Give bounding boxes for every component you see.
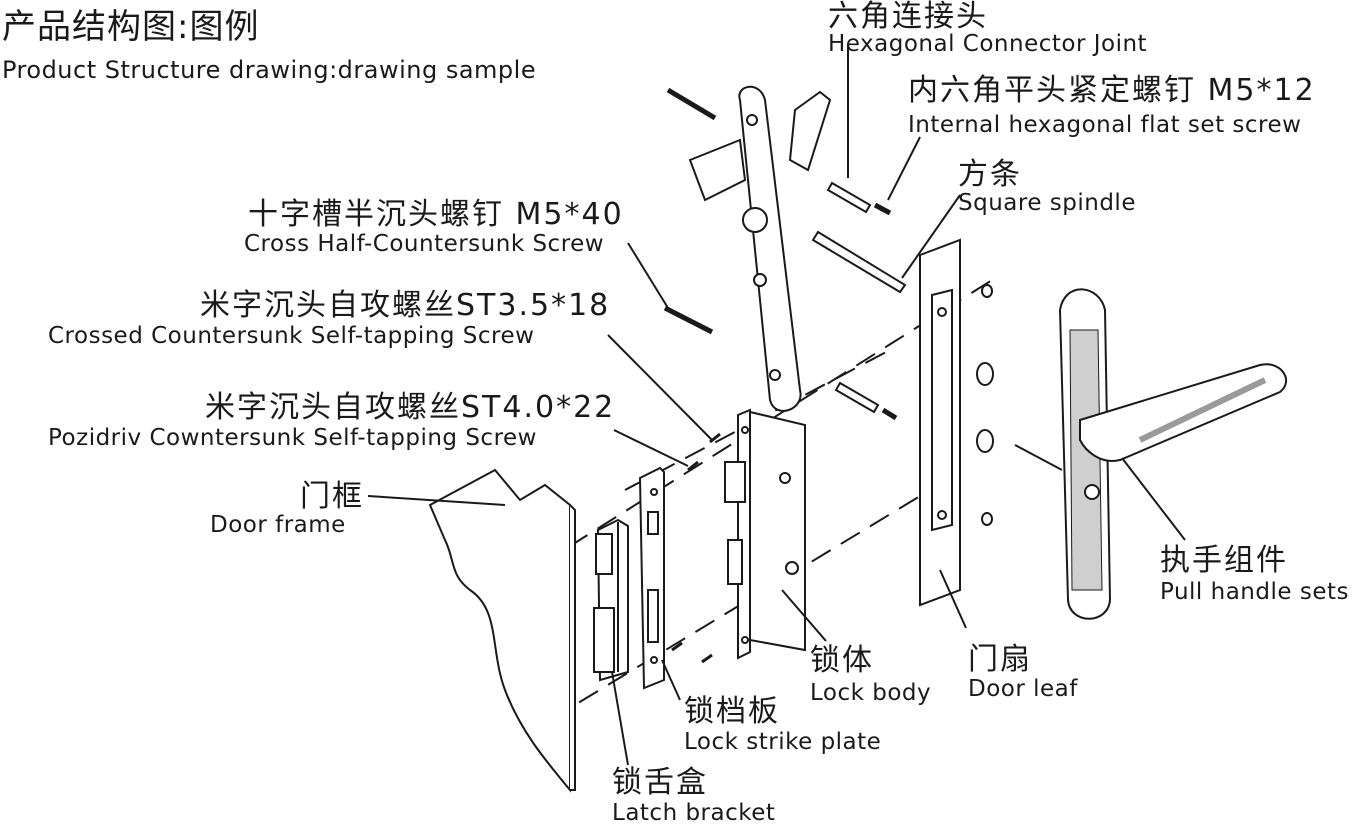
hex-connector-label-zh: 六角连接头 — [828, 0, 988, 34]
door-frame — [428, 468, 576, 793]
lock-body — [724, 408, 806, 660]
hex-connector-lower — [834, 381, 898, 421]
set-screw-label-zh: 内六角平头紧定螺钉 M5*12 — [908, 73, 1316, 108]
strike-plate-label-zh: 锁档板 — [684, 694, 780, 729]
door-leaf-label-zh: 门扇 — [968, 642, 1032, 677]
title-en: Product Structure drawing:drawing sample — [2, 56, 537, 84]
latch-bracket-label-zh: 锁舌盒 — [612, 765, 708, 800]
inner-handle-plate — [688, 85, 832, 412]
cross-screw-label-en: Cross Half-Countersunk Screw — [244, 231, 605, 257]
latch-bracket — [593, 518, 629, 682]
latch-bracket-label-en: Latch bracket — [612, 800, 776, 826]
set-screw-label-en: Internal hexagonal flat set screw — [908, 112, 1302, 138]
square-spindle — [811, 230, 907, 294]
door-frame-label-en: Door frame — [210, 512, 346, 538]
square-spindle-label-zh: 方条 — [958, 157, 1022, 192]
title-zh: 产品结构图:图例 — [2, 7, 260, 47]
pull-handle-label-zh: 执手组件 — [1160, 543, 1288, 578]
door-frame-label-zh: 门框 — [300, 479, 364, 514]
pull-handle-label-en: Pull handle sets — [1160, 579, 1349, 605]
lock-body-label-en: Lock body — [810, 680, 932, 706]
spindle-rod — [1014, 444, 1063, 471]
strike-plate-label-en: Lock strike plate — [684, 729, 882, 755]
door-leaf-label-en: Door leaf — [968, 676, 1078, 702]
screws — [663, 87, 721, 664]
lock-body-label-zh: 锁体 — [810, 643, 874, 678]
square-spindle-label-en: Square spindle — [958, 190, 1136, 216]
cross-screw-label-zh: 十字槽半沉头螺钉 M5*40 — [248, 197, 624, 232]
leader-lines — [367, 45, 1186, 766]
self-tap-35-label-zh: 米字沉头自攻螺丝ST3.5*18 — [200, 288, 611, 323]
hex-connector-upper — [826, 181, 892, 216]
strike-plate — [638, 466, 665, 690]
pull-handle-set — [1058, 288, 1287, 620]
self-tap-40-label-zh: 米字沉头自攻螺丝ST4.0*22 — [205, 390, 616, 425]
self-tap-35-label-en: Crossed Countersunk Self-tapping Screw — [48, 323, 535, 349]
door-leaf — [919, 238, 994, 607]
hex-connector-label-en: Hexagonal Connector Joint — [828, 31, 1148, 57]
self-tap-40-label-en: Pozidriv Cowntersunk Self-tapping Screw — [48, 425, 537, 451]
